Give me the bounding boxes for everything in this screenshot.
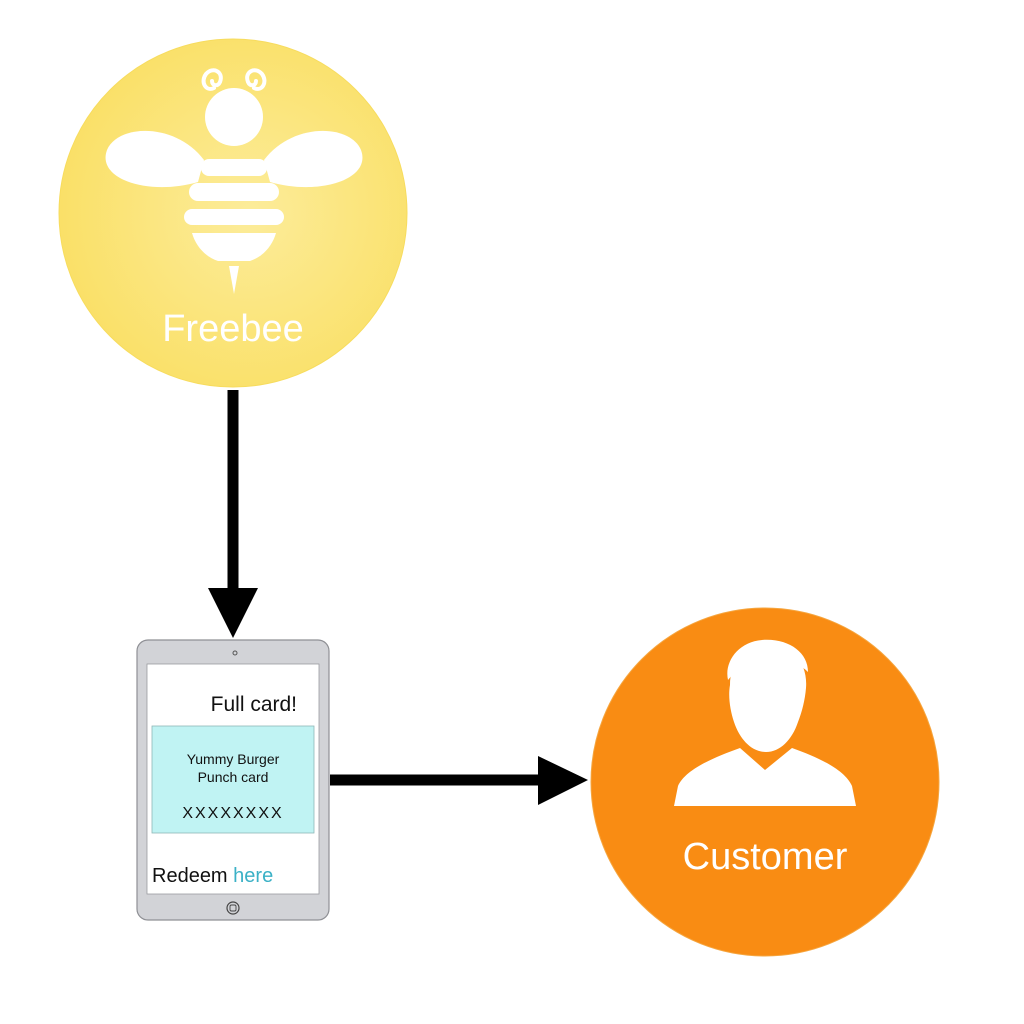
card-subtitle: Punch card xyxy=(198,769,269,785)
redeem-link[interactable]: here xyxy=(233,865,273,887)
customer-label: Customer xyxy=(683,836,848,878)
redeem-text: Redeem here xyxy=(152,865,273,887)
tablet-device: Full card! Yummy Burger Punch card XXXXX… xyxy=(136,639,330,921)
arrowhead xyxy=(538,756,588,805)
edge-freebee-to-tablet xyxy=(208,390,258,638)
punch-card: Yummy Burger Punch card XXXXXXXX xyxy=(151,725,315,834)
card-punches: XXXXXXXX xyxy=(182,805,283,822)
screen-header: Full card! xyxy=(211,693,297,716)
arrowhead xyxy=(208,588,258,638)
freebee-label: Freebee xyxy=(162,308,304,350)
card-title: Yummy Burger xyxy=(187,751,280,767)
freebee-node: Freebee xyxy=(58,38,408,388)
home-button[interactable] xyxy=(226,901,240,915)
edge-tablet-to-customer xyxy=(330,756,588,805)
home-button-icon xyxy=(229,904,237,912)
camera-icon xyxy=(232,650,238,656)
customer-node: Customer xyxy=(590,607,940,957)
redeem-label: Redeem xyxy=(152,865,228,887)
punch-card-box xyxy=(151,725,315,834)
bee-icon xyxy=(105,68,363,294)
person-icon xyxy=(674,639,856,806)
